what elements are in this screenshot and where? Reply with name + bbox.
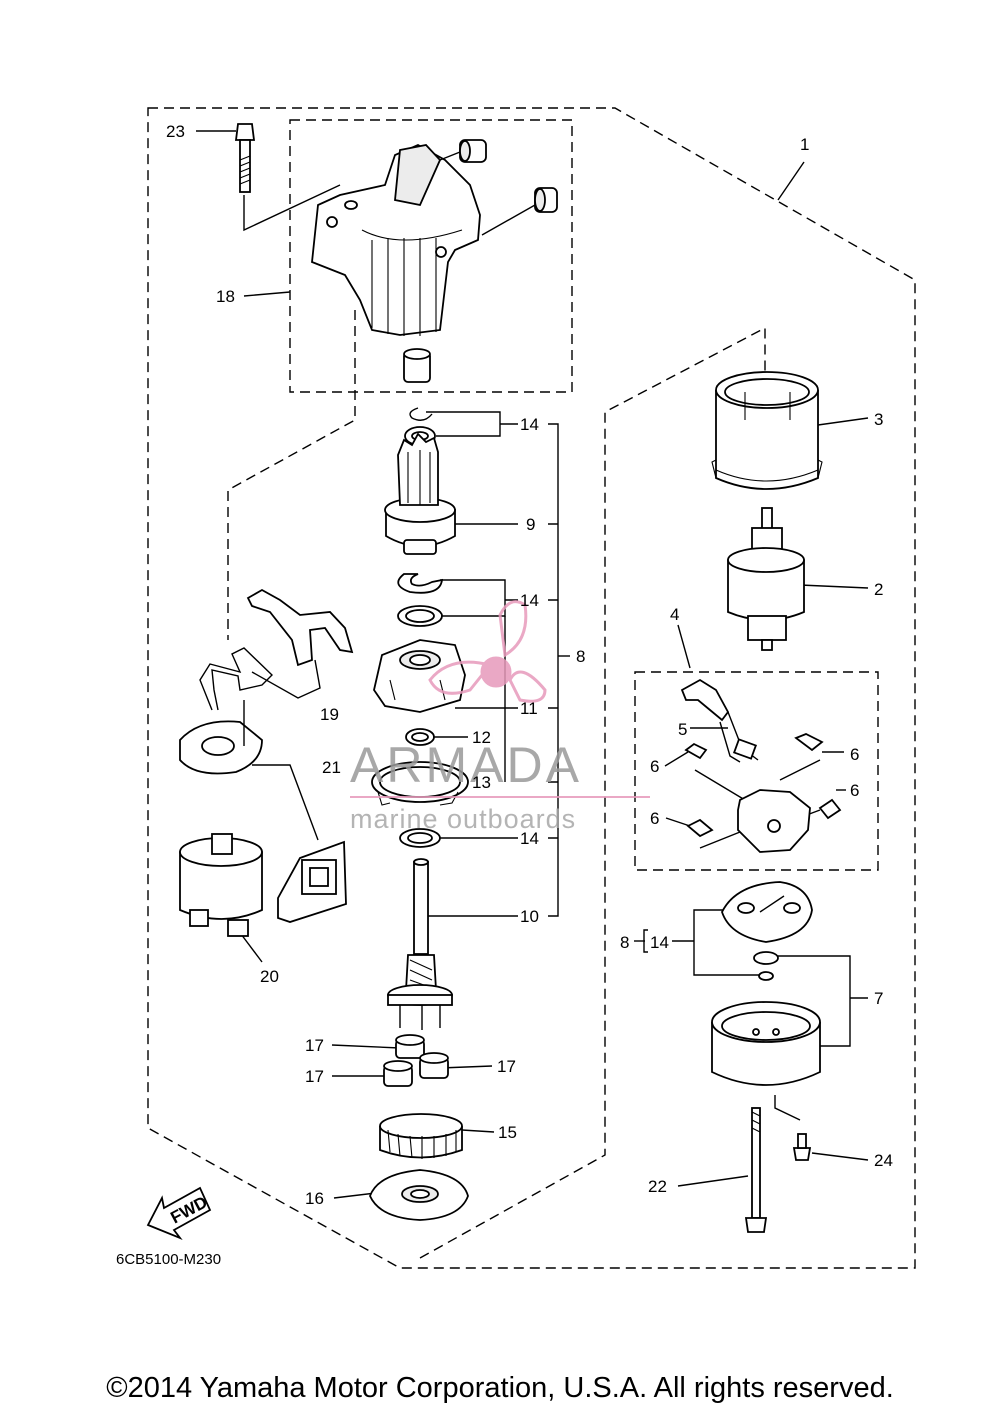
copyright-notice: ©2014 Yamaha Motor Corporation, U.S.A. A… [106, 1372, 894, 1404]
callout-8a: 8 [576, 647, 585, 666]
callout-3: 3 [874, 410, 883, 429]
washer-14-low [399, 828, 441, 848]
callout-10: 10 [520, 907, 539, 926]
screw-24 [792, 1133, 812, 1161]
callout-2: 2 [874, 580, 883, 599]
callout-4: 4 [670, 605, 679, 624]
callout-labels: 1 2 3 4 5 6 6 6 6 7 8 8 9 10 11 12 13 14… [166, 122, 893, 1208]
callout-15: 15 [498, 1123, 517, 1142]
callout-9: 9 [526, 515, 535, 534]
callout-14b: 14 [520, 591, 539, 610]
propeller-logo-icon [428, 600, 547, 703]
ring-gear-15 [379, 1113, 463, 1159]
brush-holder-4 [680, 678, 842, 853]
gear-housing-18 [311, 139, 558, 383]
callout-6a: 6 [850, 745, 859, 764]
fwd-arrow-icon: FWD [146, 1186, 212, 1241]
watermark-title: ARMADA [350, 737, 582, 793]
callout-24: 24 [874, 1151, 893, 1170]
callout-17c: 17 [497, 1057, 516, 1076]
callout-21: 21 [322, 758, 341, 777]
ring-13 [371, 761, 469, 806]
callout-18: 18 [216, 287, 235, 306]
callout-19: 19 [320, 705, 339, 724]
callout-20: 20 [260, 967, 279, 986]
lever-19 [199, 588, 354, 711]
through-bolt-22 [744, 1107, 768, 1233]
callout-16: 16 [305, 1189, 324, 1208]
callout-23: 23 [166, 122, 185, 141]
pinion-9 [384, 432, 456, 555]
callout-22: 22 [648, 1177, 667, 1196]
callout-17b: 17 [305, 1067, 324, 1086]
bush-12 [405, 728, 435, 746]
callout-13: 13 [472, 773, 491, 792]
gears-17 [383, 1034, 449, 1087]
shaft-10 [387, 858, 453, 1030]
bolt-23 [234, 123, 256, 193]
armada-watermark: ARMADA marine outboards [350, 600, 650, 834]
plate-21 [179, 700, 347, 923]
callout-5: 5 [678, 720, 687, 739]
callout-17a: 17 [305, 1036, 324, 1055]
diagram-code: 6CB5100-M230 [116, 1251, 221, 1268]
callout-8b: 8 [620, 933, 629, 952]
solenoid-20 [179, 833, 263, 937]
assembly-boundary [147, 107, 916, 1269]
callout-14a: 14 [520, 415, 539, 434]
callout-6c: 6 [850, 781, 859, 800]
plate-16 [369, 1169, 469, 1221]
callout-6d: 6 [650, 809, 659, 828]
callout-6b: 6 [650, 757, 659, 776]
leader-lines [196, 130, 869, 1259]
clip-washer-14-mid [397, 573, 444, 627]
callout-11: 11 [520, 699, 538, 718]
armature-2 [727, 507, 805, 651]
commutator-plate [721, 881, 813, 981]
callout-7: 7 [874, 989, 883, 1008]
end-cover-7 [711, 1001, 821, 1086]
callout-14d: 14 [650, 933, 669, 952]
watermark-subtitle: marine outboards [350, 804, 576, 834]
callout-12: 12 [472, 728, 491, 747]
callout-14c: 14 [520, 829, 539, 848]
yoke-3 [711, 371, 823, 490]
callout-1: 1 [800, 135, 809, 154]
bracket-11 [373, 639, 466, 713]
